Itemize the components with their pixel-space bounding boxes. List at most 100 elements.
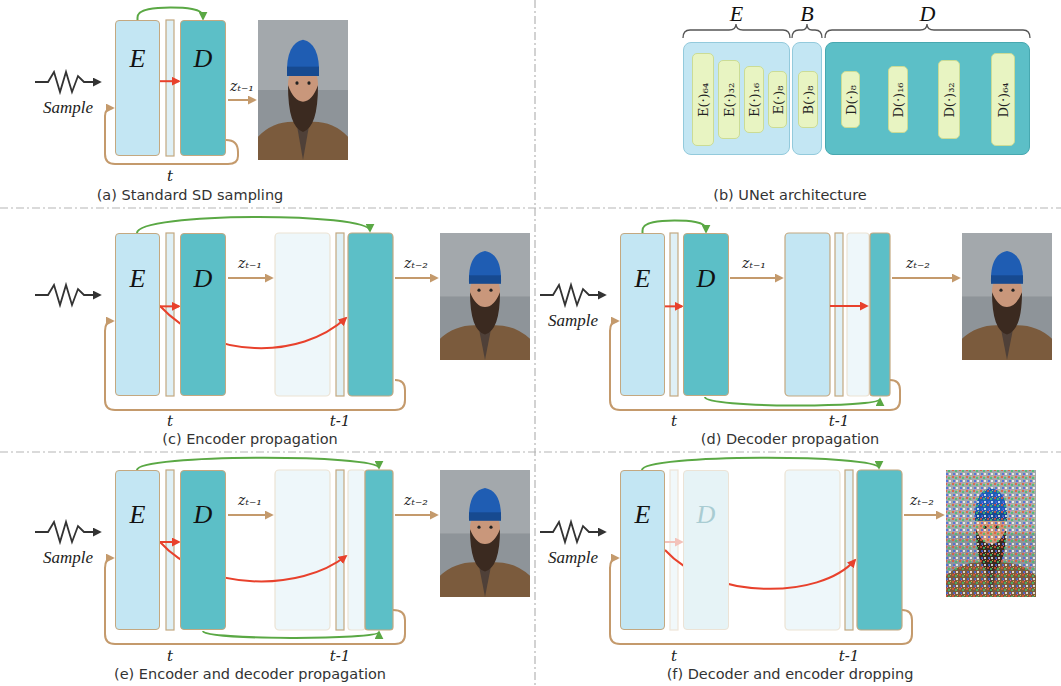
generated-image [440, 470, 530, 597]
noise-sample-symbol [35, 522, 100, 542]
timestep-label: t [671, 412, 677, 430]
block-symbol: E [130, 500, 146, 530]
decoder-block: D [180, 470, 226, 630]
output-arrow [892, 277, 959, 279]
encoder-block: E [620, 233, 665, 396]
block-symbol: E [635, 500, 651, 530]
unet-stage-group: B(·)₈B [792, 42, 822, 155]
panel-caption: (f) Decoder and encoder dropping [667, 666, 914, 682]
latent-label: zₜ₋₁ [742, 255, 766, 271]
encoder-block: E [115, 20, 160, 156]
latent-label: zₜ₋₁ [238, 492, 262, 508]
panel-separator [0, 451, 1061, 452]
encoder-shape [785, 233, 830, 396]
noise-sample-symbol [35, 285, 100, 305]
skipped-encoder [275, 470, 330, 630]
layer-name: D(·)₃₂ [942, 82, 957, 117]
layer-name: E(·)₆₄ [696, 82, 711, 116]
skipped-encoder [785, 470, 840, 630]
timestep-label: t [167, 167, 173, 185]
unet-brackets [792, 24, 822, 38]
skipped-decoder [847, 233, 869, 396]
layer-name: E(·)₃₂ [722, 82, 737, 116]
feature-flow-arrow [665, 305, 682, 307]
bottleneck-bar [835, 233, 843, 396]
block-symbol: D [697, 264, 716, 294]
latent-label: zₜ₋₂ [910, 492, 934, 508]
output-arrow [228, 514, 272, 516]
panel-caption: (d) Decoder propagation [701, 431, 879, 447]
panel-f-drawing [540, 458, 1036, 644]
skip-arrow [642, 458, 879, 470]
sample-label: Sample [43, 98, 93, 118]
sample-label: Sample [43, 548, 93, 568]
timestep-label: t [167, 647, 173, 665]
timestep-label: t-1 [829, 412, 850, 430]
panel-caption: (c) Encoder propagation [162, 431, 337, 447]
output-arrow [395, 277, 437, 279]
skipped-decoder [348, 470, 365, 630]
sample-label: Sample [548, 548, 598, 568]
decoder-shape [365, 470, 393, 630]
skip-arrow [137, 458, 379, 470]
generated-image [962, 233, 1052, 360]
feature-flow-arrow [160, 80, 179, 82]
block-symbol: D [194, 500, 213, 530]
panel-separator [534, 0, 535, 686]
skip-connection-arrow [138, 8, 204, 20]
skip-arrow [203, 631, 379, 638]
encoder-block: E [115, 233, 160, 396]
output-arrow [904, 514, 943, 516]
unet-layer-block: E(·)₃₂ [718, 60, 740, 139]
noisy-image [946, 470, 1036, 597]
panel-a-drawing [35, 20, 348, 164]
latent-label: zₜ₋₁ [238, 255, 262, 271]
timestep-label: t-1 [839, 647, 860, 665]
block-symbol: D [194, 264, 213, 294]
dropped-bar [670, 470, 678, 630]
latent-label: zₜ₋₂ [404, 255, 428, 271]
encoder-block: E [115, 470, 160, 630]
unet-layer-block: B(·)₈ [798, 71, 818, 128]
skipped-encoder [275, 233, 330, 396]
noise-overlay [946, 470, 1036, 597]
layer-name: D(·)₁₆ [891, 82, 906, 117]
bottleneck-bar [670, 233, 678, 396]
block-symbol: D [920, 1, 936, 27]
block-symbol: D [194, 44, 213, 74]
layer-name: D(·)₆₄ [996, 82, 1011, 117]
timestep-label: t [167, 412, 173, 430]
panel-caption: (a) Standard SD sampling [97, 187, 284, 203]
output-arrow [730, 277, 782, 279]
bottleneck-bar [845, 470, 853, 630]
bottleneck-bar [336, 233, 344, 396]
latent-label: zₜ₋₂ [404, 492, 428, 508]
layer-name: E(·)₈ [770, 85, 785, 114]
dropped-decoder-block: D [683, 470, 729, 630]
unet-brackets [825, 24, 1030, 38]
unet-layer-block: D(·)₈ [841, 71, 860, 128]
output-arrow [395, 514, 437, 516]
sample-label: Sample [548, 311, 598, 331]
bottleneck-bar [166, 233, 174, 396]
bottleneck-bar [166, 470, 174, 630]
layer-name: D(·)₈ [843, 85, 858, 115]
unet-layer-block: D(·)₁₆ [888, 66, 908, 133]
timestep-label: t-1 [330, 647, 351, 665]
feature-flow-arrow [160, 541, 179, 543]
encoder-block: E [620, 470, 665, 630]
skip-connection-arrow [643, 221, 707, 233]
output-arrow [228, 277, 272, 279]
feature-arrow [830, 305, 867, 307]
timestep-label: t-1 [330, 412, 351, 430]
panel-c-drawing [35, 217, 530, 410]
unet-layer-block: E(·)₆₄ [692, 53, 714, 146]
noise-sample-symbol [540, 522, 605, 542]
bottleneck-bar [336, 470, 344, 630]
generated-image [258, 20, 348, 160]
latent-label: zₜ₋₁ [230, 78, 254, 94]
decoder-shape [870, 233, 890, 396]
decoder-shape [857, 470, 902, 630]
feature-flow-arrow [665, 541, 682, 543]
